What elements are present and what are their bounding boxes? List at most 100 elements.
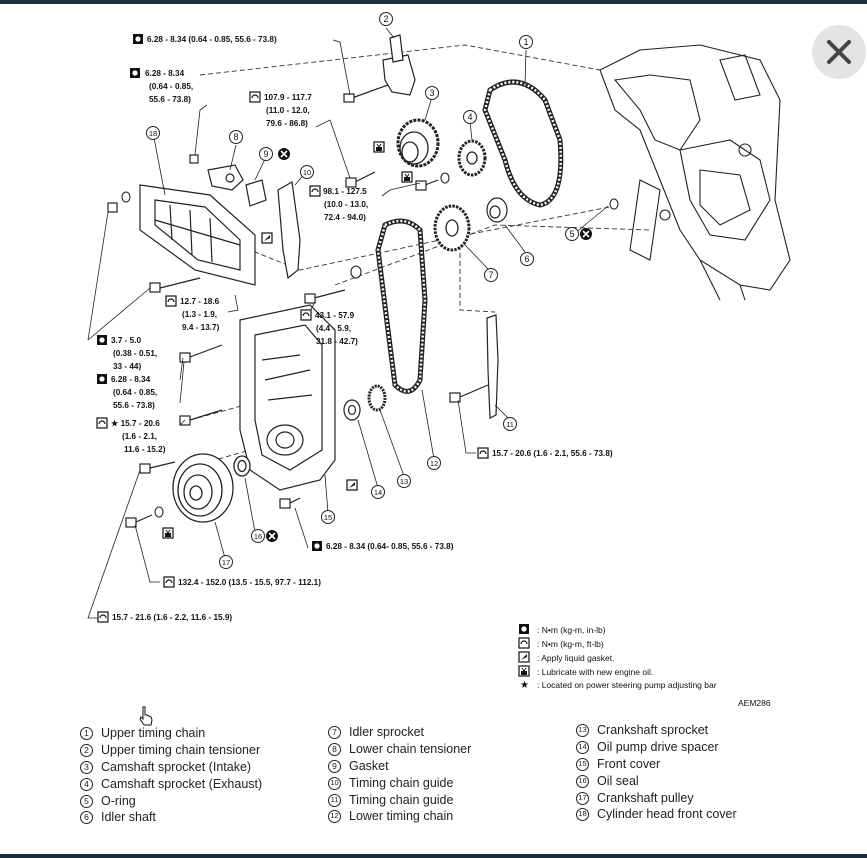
callout-13: 13	[397, 474, 411, 488]
callout-10: 10	[300, 165, 314, 179]
callout-number: 14	[374, 488, 382, 497]
upper-timing-chain	[482, 79, 564, 208]
timing-chain-guide-lower	[486, 314, 499, 419]
parts-list-item: 18 Cylinder head front cover	[576, 806, 737, 823]
callout-14: 14	[371, 485, 385, 499]
part-label: Idler sprocket	[349, 725, 425, 739]
parts-list-column-3: 13 Crankshaft sprocket 14 Oil pump drive sp…	[576, 722, 737, 823]
torque-spec-13: 15.7 - 21.6 (1.6 - 2.2, 11.6 - 15.9)	[112, 613, 232, 622]
torque-spec-2b: (0.64 - 0.85,	[149, 82, 193, 91]
torque-spec-2a: 6.28 - 8.34	[145, 69, 185, 78]
callout-1: 1	[519, 35, 533, 49]
part-label: Crankshaft sprocket	[597, 723, 709, 737]
callout-number: 1	[523, 37, 528, 47]
torque-spec-6b: (4.4 - 5.9,	[316, 324, 351, 333]
legend-power-steering: : Located on power steering pump adjusti…	[537, 680, 717, 690]
callout-number: 6	[524, 254, 529, 264]
torque-spec-10: 15.7 - 20.6 (1.6 - 2.1, 55.6 - 73.8)	[492, 449, 613, 458]
legend-liquid-gasket: : Apply liquid gasket.	[537, 653, 615, 663]
parts-list-item: 7 Idler sprocket	[328, 724, 471, 741]
torque-spec-9c: 11.6 - 15.2)	[124, 445, 166, 454]
callout-6: 6	[520, 252, 534, 266]
part-label: Oil pump drive spacer	[597, 739, 719, 754]
callout-7: 7	[484, 268, 498, 282]
callout-number: 5	[569, 229, 574, 239]
callout-number: 9	[263, 149, 268, 159]
torque-spec-12: 132.4 - 152.0 (13.5 - 15.5, 97.7 - 112.1…	[178, 578, 321, 587]
callout-17: 17	[219, 555, 233, 569]
callout-15: 15	[321, 510, 335, 524]
part-label: Idler shaft	[101, 810, 156, 825]
torque-spec-5c: 9.4 - 13.7)	[182, 323, 220, 332]
part-number-badge: 2	[80, 743, 93, 757]
camshaft-sprocket-exhaust	[457, 139, 487, 177]
part-label: Camshaft sprocket (Intake)	[101, 759, 252, 774]
cylinder-head-front-cover	[139, 184, 256, 286]
part-number-badge: 7	[328, 725, 341, 739]
close-x-icon	[827, 40, 851, 64]
torque-spec-8c: 55.6 - 73.8)	[113, 401, 155, 410]
callout-number: 8	[233, 132, 238, 142]
part-label: Upper timing chain	[101, 726, 206, 740]
callout-number: 4	[467, 112, 472, 122]
front-cover	[239, 304, 336, 491]
idler-sprocket	[433, 204, 471, 252]
viewer-bottom-bar	[0, 854, 867, 858]
part-number-badge: 17	[576, 791, 589, 805]
part-number-badge: 14	[576, 740, 589, 754]
torque-spec-11: 6.28 - 8.34 (0.64- 0.85, 55.6 - 73.8)	[326, 542, 454, 551]
part-number-badge: 18	[576, 808, 589, 822]
oil-pump-drive-spacer	[343, 399, 361, 421]
part-number-badge: 15	[576, 757, 589, 771]
legend-lubricate: : Lubricate with new engine oil.	[537, 667, 653, 677]
gasket	[245, 179, 267, 207]
part-label: O-ring	[101, 793, 136, 808]
timing-chain-guide-upper	[277, 181, 301, 280]
part-label: Lower chain tensioner	[349, 741, 472, 756]
close-button[interactable]	[812, 25, 866, 79]
torque-spec-1: 6.28 - 8.34 (0.64 - 0.85, 55.6 - 73.8)	[147, 35, 277, 44]
torque-spec-6a: 43.1 - 57.9	[315, 311, 355, 320]
parts-list-item: 15 Front cover	[576, 756, 737, 773]
part-label: Cylinder head front cover	[597, 807, 737, 822]
symbol-legend: ★ : N•m (kg-m, in-lb) : N•m (kg-m, ft-lb…	[518, 624, 771, 708]
parts-list-item: 8 Lower chain tensioner	[328, 741, 471, 758]
part-number-badge: 8	[328, 742, 341, 756]
torque-spec-3a: 107.9 - 117.7	[264, 93, 312, 102]
torque-spec-9b: (1.6 - 2.1,	[122, 432, 157, 441]
part-number-badge: 3	[80, 760, 93, 774]
part-label: Timing chain guide	[349, 775, 454, 790]
viewer-top-bar	[0, 0, 867, 4]
callout-number: 13	[400, 477, 408, 486]
camshaft-sprocket-intake	[396, 118, 440, 168]
callout-number: 10	[303, 168, 311, 177]
part-number-badge: 9	[328, 759, 341, 773]
torque-spec-3b: (11.0 - 12.0,	[266, 106, 310, 115]
callout-18: 18	[146, 126, 160, 140]
callout-12: 12	[427, 456, 441, 470]
part-number-badge: 16	[576, 774, 589, 788]
torque-spec-7a: 3.7 - 5.0	[111, 336, 141, 345]
leader-lines	[87, 27, 609, 619]
legend-torque-ft-lb: : N•m (kg-m, ft-lb)	[537, 639, 604, 649]
part-number-badge: 13	[576, 723, 589, 737]
callout-number: 3	[429, 88, 434, 98]
parts-list-item: 13 Crankshaft sprocket	[576, 722, 737, 739]
part-label: Front cover	[597, 756, 661, 771]
crankshaft-pulley	[172, 453, 234, 523]
torque-spec-3c: 79.6 - 86.8)	[266, 119, 308, 128]
part-number-badge: 11	[328, 793, 341, 807]
torque-spec-7b: (0.38 - 0.51,	[113, 349, 157, 358]
callout-number: 12	[430, 459, 438, 468]
callout-8: 8	[229, 130, 243, 144]
callout-number: 11	[506, 420, 514, 429]
